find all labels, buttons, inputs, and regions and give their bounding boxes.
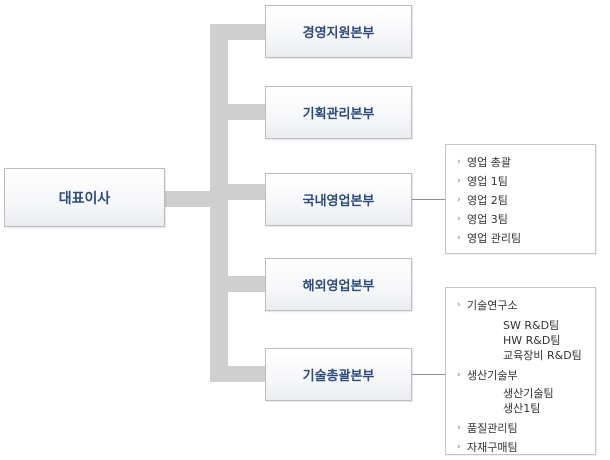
dept-label: 해외영업본부 [302, 279, 375, 294]
sub-list-item: SW R&D팀 [503, 319, 560, 332]
dept-label: 경영지원본부 [302, 26, 375, 41]
technology-panel: ›기술연구소 SW R&D팀 HW R&D팀 교육장비 R&D팀 ›생산기술부 … [445, 287, 596, 455]
connector-branch-1 [210, 24, 268, 40]
connector-domestic-panel [412, 199, 446, 200]
bullet-icon: › [457, 300, 461, 310]
dept-label: 국내영업본부 [302, 194, 375, 209]
list-item: ›영업 1팀 [446, 172, 595, 191]
bullet-icon: › [457, 157, 461, 167]
dept-label: 기획관리본부 [302, 107, 375, 122]
bullet-icon: › [457, 195, 461, 205]
ceo-label: 대표이사 [58, 190, 111, 207]
dept-box-domestic-sales: 국내영업본부 [265, 173, 412, 226]
dept-box-technology: 기술총괄본부 [265, 348, 412, 401]
list-item-rnd-lab: ›기술연구소 [446, 296, 595, 315]
dept-box-management-support: 경영지원본부 [265, 5, 412, 58]
bullet-icon: › [457, 214, 461, 224]
domestic-sales-team-list: ›영업 총괄 ›영업 1팀 ›영업 2팀 ›영업 3팀 ›영업 관리팀 [446, 153, 595, 248]
bullet-icon: › [457, 442, 461, 452]
connector-branch-5 [210, 366, 268, 382]
list-item-quality: ›품질관리팀 [446, 419, 595, 438]
bullet-icon: › [457, 233, 461, 243]
list-item-purchasing: ›자재구매팀 [446, 438, 595, 457]
list-item-production: ›생산기술부 [446, 366, 595, 385]
dept-label: 기술총괄본부 [302, 369, 375, 384]
list-item: ›영업 2팀 [446, 191, 595, 210]
sub-list-item: 생산1팀 [503, 402, 541, 415]
technology-unit-list: ›기술연구소 SW R&D팀 HW R&D팀 교육장비 R&D팀 ›생산기술부 … [446, 296, 595, 457]
bullet-icon: › [457, 370, 461, 380]
connector-branch-2 [210, 104, 268, 120]
dept-box-overseas-sales: 해외영업본부 [265, 258, 412, 311]
sub-list-item: 교육장비 R&D팀 [503, 349, 582, 362]
domestic-sales-panel: ›영업 총괄 ›영업 1팀 ›영업 2팀 ›영업 3팀 ›영업 관리팀 [445, 144, 596, 254]
connector-vertical-spine [210, 24, 228, 380]
connector-technology-panel [412, 374, 446, 375]
sub-list-item: HW R&D팀 [503, 334, 561, 347]
ceo-box: 대표이사 [4, 168, 165, 227]
dept-box-planning: 기획관리본부 [265, 86, 412, 139]
bullet-icon: › [457, 176, 461, 186]
sub-list-item: 생산기술팀 [503, 387, 554, 400]
list-item: ›영업 3팀 [446, 210, 595, 229]
list-item: ›영업 관리팀 [446, 229, 595, 248]
connector-branch-3 [210, 184, 268, 200]
connector-branch-4 [210, 276, 268, 292]
bullet-icon: › [457, 423, 461, 433]
list-item: ›영업 총괄 [446, 153, 595, 172]
